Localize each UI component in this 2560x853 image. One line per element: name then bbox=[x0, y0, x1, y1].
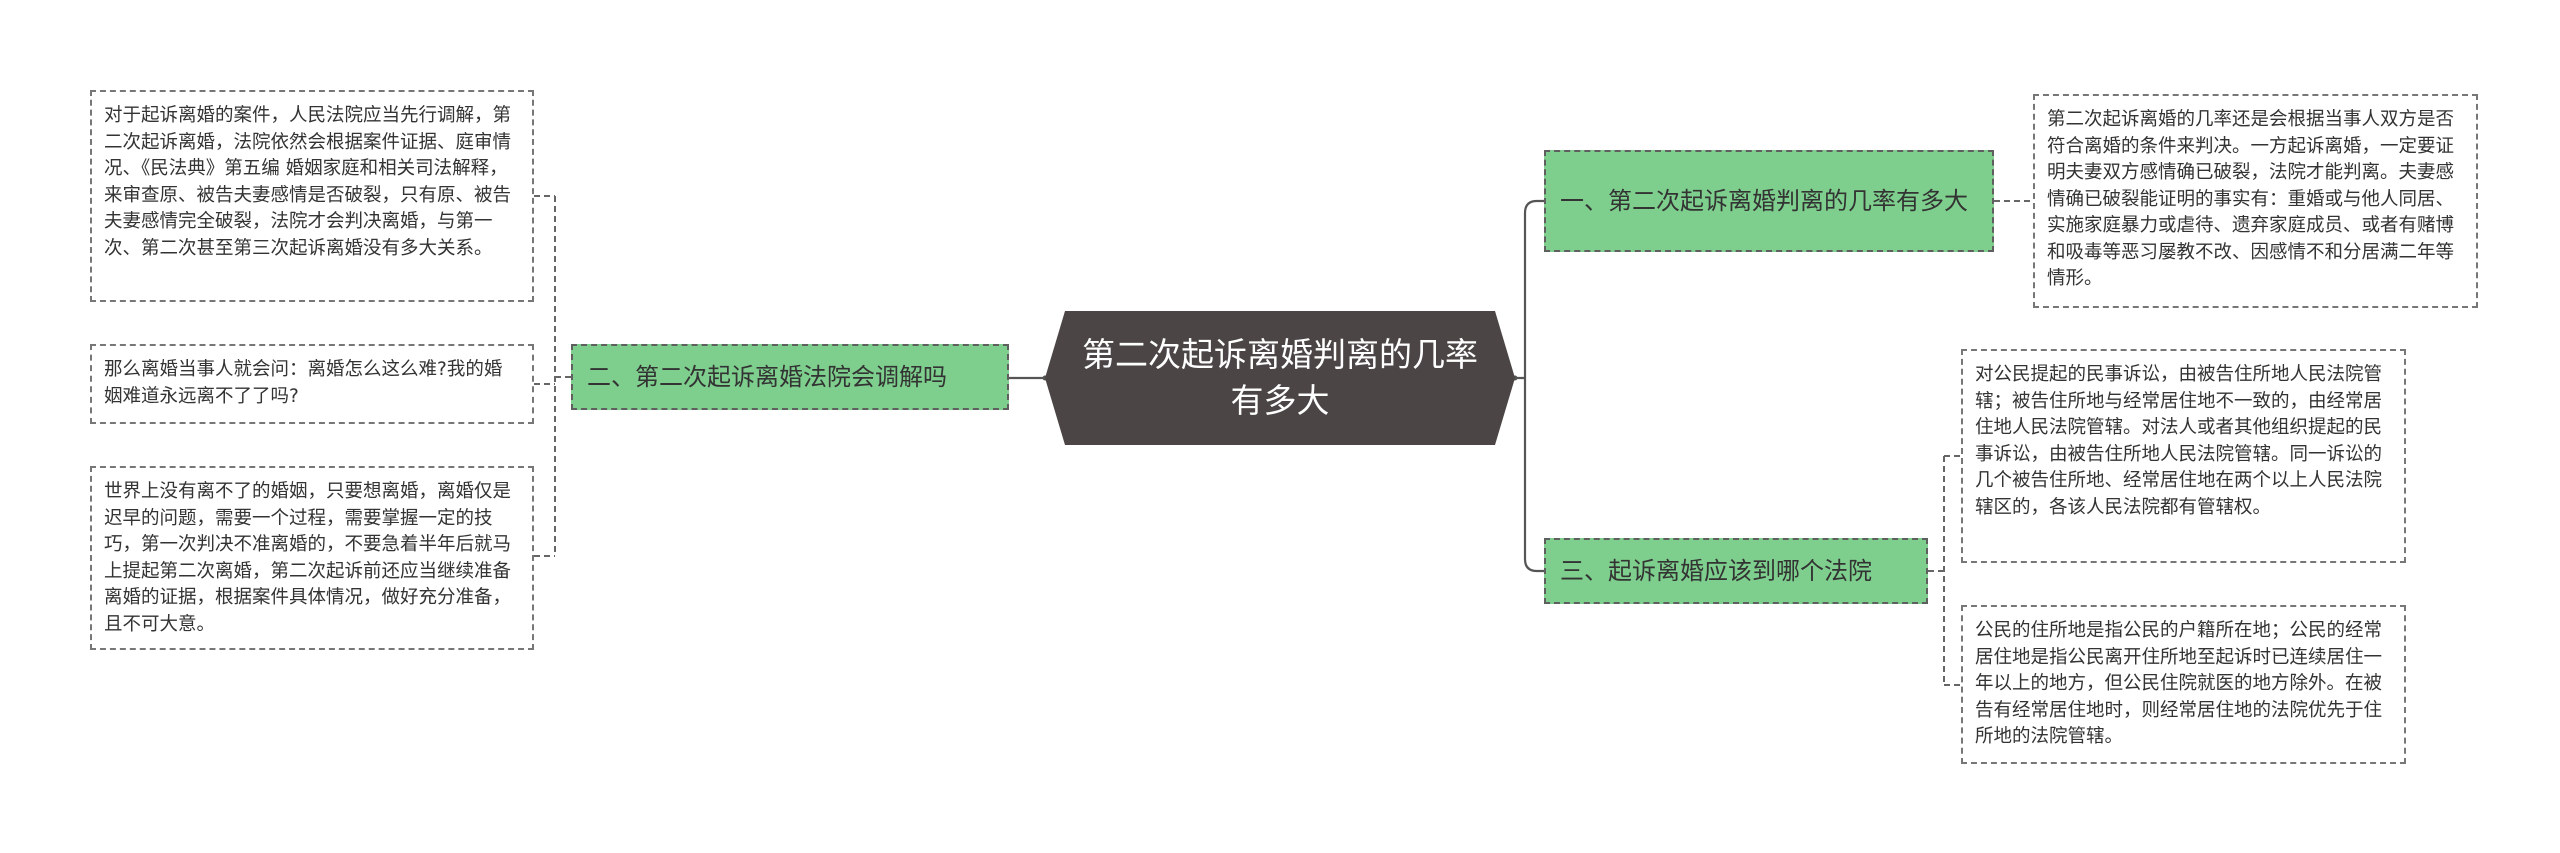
connector-root-branch-3 bbox=[1523, 378, 1544, 573]
leaf-note-3-2-text: 公民的住所地是指公民的户籍所在地；公民的经常居住地是指公民离开住所地至起诉时已连… bbox=[1975, 620, 2383, 747]
leaf-note-3-2[interactable]: 公民的住所地是指公民的户籍所在地；公民的经常居住地是指公民离开住所地至起诉时已连… bbox=[1961, 605, 2406, 764]
connector-root-branch-1 bbox=[1515, 199, 1544, 380]
branch-topic-1[interactable]: 一、第二次起诉离婚判离的几率有多大 bbox=[1544, 150, 1994, 252]
leaf-note-3-1[interactable]: 对公民提起的民事诉讼，由被告住所地人民法院管辖；被告住所地与经常居住地不一致的，… bbox=[1961, 349, 2406, 563]
branch-topic-2-label: 二、第二次起诉离婚法院会调解吗 bbox=[587, 363, 947, 391]
leaf-note-1-1-text: 第二次起诉离婚的几率还是会根据当事人双方是否符合离婚的条件来判决。一方起诉离婚，… bbox=[2047, 109, 2455, 289]
leaf-note-3-1-text: 对公民提起的民事诉讼，由被告住所地人民法院管辖；被告住所地与经常居住地不一致的，… bbox=[1975, 364, 2383, 518]
leaf-note-2-2[interactable]: 那么离婚当事人就会问：离婚怎么这么难?我的婚姻难道永远离不了了吗? bbox=[90, 344, 534, 424]
branch-topic-3-label: 三、起诉离婚应该到哪个法院 bbox=[1560, 557, 1872, 585]
leaf-note-1-1[interactable]: 第二次起诉离婚的几率还是会根据当事人双方是否符合离婚的条件来判决。一方起诉离婚，… bbox=[2033, 94, 2478, 308]
leaf-note-2-1-text: 对于起诉离婚的案件，人民法院应当先行调解，第二次起诉离婚，法院依然会根据案件证据… bbox=[104, 105, 512, 259]
leaf-note-2-3[interactable]: 世界上没有离不了的婚姻，只要想离婚，离婚仅是迟早的问题，需要一个过程，需要掌握一… bbox=[90, 466, 534, 650]
connector-branch-3-leaves bbox=[1928, 455, 1961, 686]
branch-topic-3[interactable]: 三、起诉离婚应该到哪个法院 bbox=[1544, 538, 1928, 604]
leaf-note-2-1[interactable]: 对于起诉离婚的案件，人民法院应当先行调解，第二次起诉离婚，法院依然会根据案件证据… bbox=[90, 90, 534, 302]
root-topic[interactable]: 第二次起诉离婚判离的几率有多大 bbox=[1045, 311, 1515, 445]
root-topic-label: 第二次起诉离婚判离的几率有多大 bbox=[1082, 335, 1478, 420]
leaf-note-2-3-text: 世界上没有离不了的婚姻，只要想离婚，离婚仅是迟早的问题，需要一个过程，需要掌握一… bbox=[104, 481, 512, 635]
branch-topic-1-label: 一、第二次起诉离婚判离的几率有多大 bbox=[1560, 187, 1968, 215]
connector-branch-2-leaves bbox=[534, 195, 571, 557]
branch-topic-2[interactable]: 二、第二次起诉离婚法院会调解吗 bbox=[571, 344, 1009, 410]
leaf-note-2-2-text: 那么离婚当事人就会问：离婚怎么这么难?我的婚姻难道永远离不了了吗? bbox=[104, 359, 503, 407]
